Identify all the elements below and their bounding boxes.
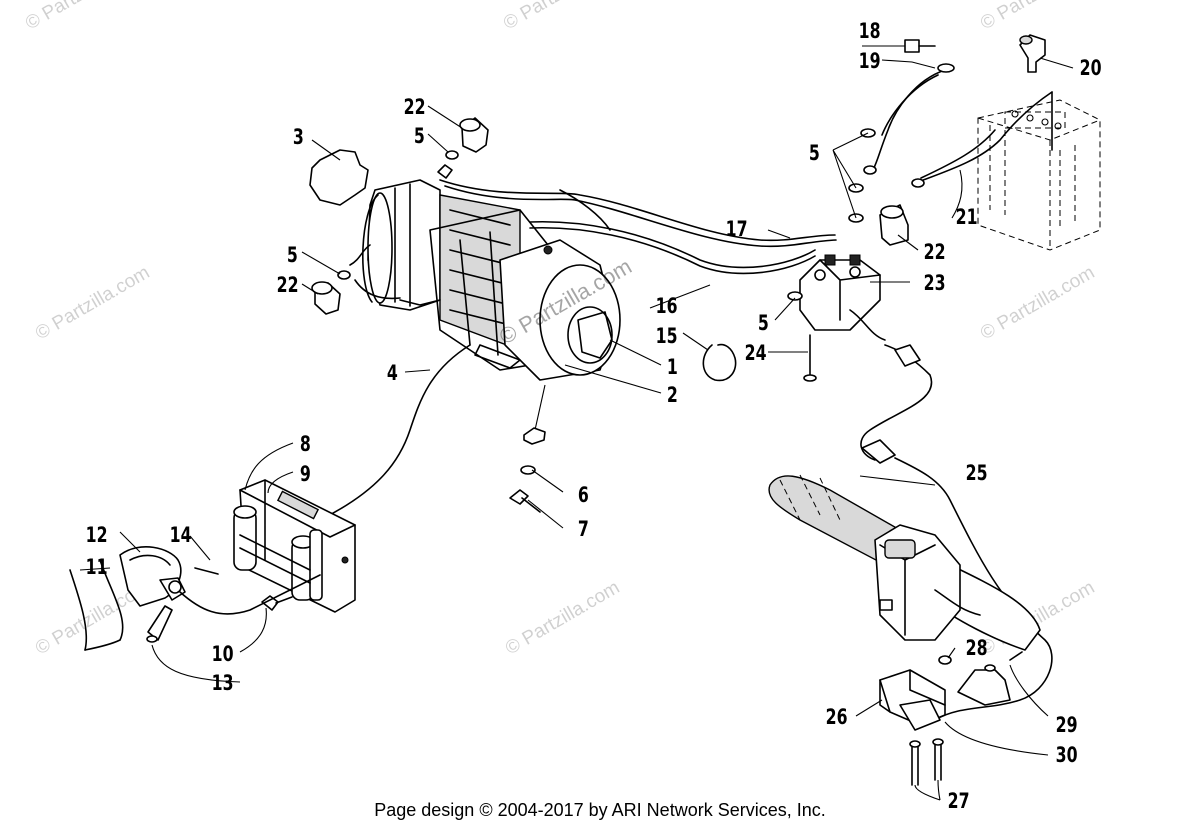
winch-assembly xyxy=(362,179,621,381)
bolt-10 xyxy=(261,595,293,611)
hook-and-strap xyxy=(69,546,321,651)
battery xyxy=(977,99,1101,251)
motor-cover xyxy=(309,149,369,206)
handlebar-brackets xyxy=(879,651,1023,786)
callout-22c: 22 xyxy=(924,241,946,265)
solenoid xyxy=(787,254,886,382)
callout-4: 4 xyxy=(387,362,398,386)
roller-fairlead xyxy=(233,479,356,613)
terminal-cap-22-right xyxy=(879,204,909,246)
callout-20: 20 xyxy=(1080,57,1102,81)
bolt-18 xyxy=(904,39,936,53)
mounting-hardware xyxy=(509,384,546,513)
callout-17: 17 xyxy=(726,218,748,242)
callout-11: 11 xyxy=(86,556,108,580)
handlebar-control xyxy=(768,344,1053,721)
callout-12: 12 xyxy=(86,524,108,548)
callout-30: 30 xyxy=(1056,744,1078,768)
vent-tube xyxy=(1019,34,1046,73)
callout-26: 26 xyxy=(826,706,848,730)
leader-lines xyxy=(79,45,1074,801)
callout-22a: 22 xyxy=(404,96,426,120)
callout-28: 28 xyxy=(966,637,988,661)
callout-25: 25 xyxy=(966,462,988,486)
page-footer: Page design © 2004-2017 by ARI Network S… xyxy=(374,800,826,820)
callout-27: 27 xyxy=(948,790,970,814)
winch-terminal-parts xyxy=(311,117,489,315)
remote-cable xyxy=(319,344,471,521)
callout-7: 7 xyxy=(578,518,589,542)
callout-29: 29 xyxy=(1056,714,1078,738)
callout-9: 9 xyxy=(300,463,311,487)
winch-cables xyxy=(439,179,837,275)
callout-21: 21 xyxy=(956,206,978,230)
watermark-mid-right: © Partzilla.com xyxy=(977,262,1098,344)
callout-2: 2 xyxy=(667,384,678,408)
callout-8: 8 xyxy=(300,433,311,457)
callout-1: 1 xyxy=(667,356,678,380)
callout-23: 23 xyxy=(924,272,946,296)
callout-19: 19 xyxy=(859,50,881,74)
callout-5c: 5 xyxy=(809,142,820,166)
callout-13: 13 xyxy=(212,672,234,696)
watermark-mid-left: © Partzilla.com xyxy=(32,262,153,344)
callout-5a: 5 xyxy=(414,125,425,149)
watermark-top-right: © Partzilla.com xyxy=(977,0,1098,34)
snap-ring xyxy=(702,343,737,382)
callout-3: 3 xyxy=(293,126,304,150)
callout-18: 18 xyxy=(859,20,881,44)
callout-14: 14 xyxy=(170,524,192,548)
callout-numbers: 1 2 3 4 5 5 5 5 6 7 8 9 10 11 12 13 14 1… xyxy=(86,20,1102,814)
watermark-low-center: © Partzilla.com xyxy=(502,577,623,659)
callout-15: 15 xyxy=(656,325,678,349)
callout-16: 16 xyxy=(656,295,678,319)
watermark-top-center: © Partzilla.com xyxy=(500,0,621,34)
callout-10: 10 xyxy=(212,643,234,667)
callout-24: 24 xyxy=(745,342,767,366)
callout-6: 6 xyxy=(578,484,589,508)
callout-22b: 22 xyxy=(277,274,299,298)
watermark-top-left: © Partzilla.com xyxy=(22,0,143,34)
callout-5b: 5 xyxy=(287,244,298,268)
callout-5d: 5 xyxy=(758,312,769,336)
battery-cables xyxy=(872,63,1053,188)
